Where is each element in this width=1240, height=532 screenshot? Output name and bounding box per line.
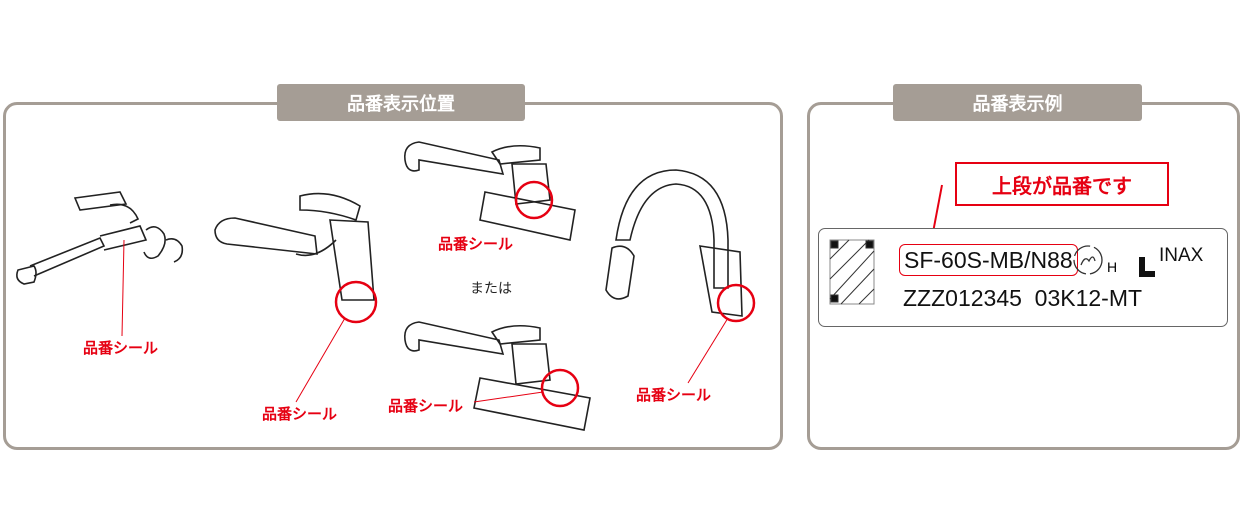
seal-markers bbox=[334, 180, 756, 408]
seal-label-deck-top: 品番シール bbox=[438, 235, 514, 253]
seal-marker-circle bbox=[334, 280, 378, 324]
seal-marker-circle bbox=[540, 368, 580, 408]
label-example-title: 品番表示例 bbox=[893, 84, 1142, 121]
wall-faucet-illustration bbox=[16, 191, 184, 285]
inax-logo-icon bbox=[1139, 257, 1155, 277]
seal-label-gooseneck: 品番シール bbox=[636, 386, 712, 404]
deck-faucet-bottom-illustration bbox=[403, 321, 591, 431]
lot-code: ZZZ012345 03K12-MT bbox=[903, 285, 1143, 311]
hot-water-mark-suffix: H bbox=[1107, 259, 1118, 275]
or-text: または bbox=[470, 281, 512, 297]
seal-marker-circle bbox=[514, 180, 554, 220]
product-label-plate: SF-60S-MB/N88 H INAX ZZZ012345 03K12-MT bbox=[818, 228, 1228, 327]
product-code: SF-60S-MB/N88 bbox=[899, 244, 1078, 276]
hot-water-mark-icon bbox=[1073, 245, 1103, 275]
deck-faucet-top-illustration bbox=[403, 141, 576, 241]
seal-label-pullout: 品番シール bbox=[262, 405, 338, 423]
callout-box: 上段が品番です bbox=[955, 162, 1169, 206]
seal-label-wall: 品番シール bbox=[83, 339, 159, 357]
seal-label-deck-bottom: 品番シール bbox=[388, 397, 464, 415]
pullout-faucet-illustration bbox=[214, 192, 375, 301]
seal-marker-circle bbox=[716, 283, 756, 323]
label-position-title: 品番表示位置 bbox=[277, 84, 525, 121]
qr-placeholder-icon bbox=[829, 239, 875, 305]
brand-name: INAX bbox=[1159, 245, 1204, 266]
label-position-panel bbox=[3, 102, 783, 450]
